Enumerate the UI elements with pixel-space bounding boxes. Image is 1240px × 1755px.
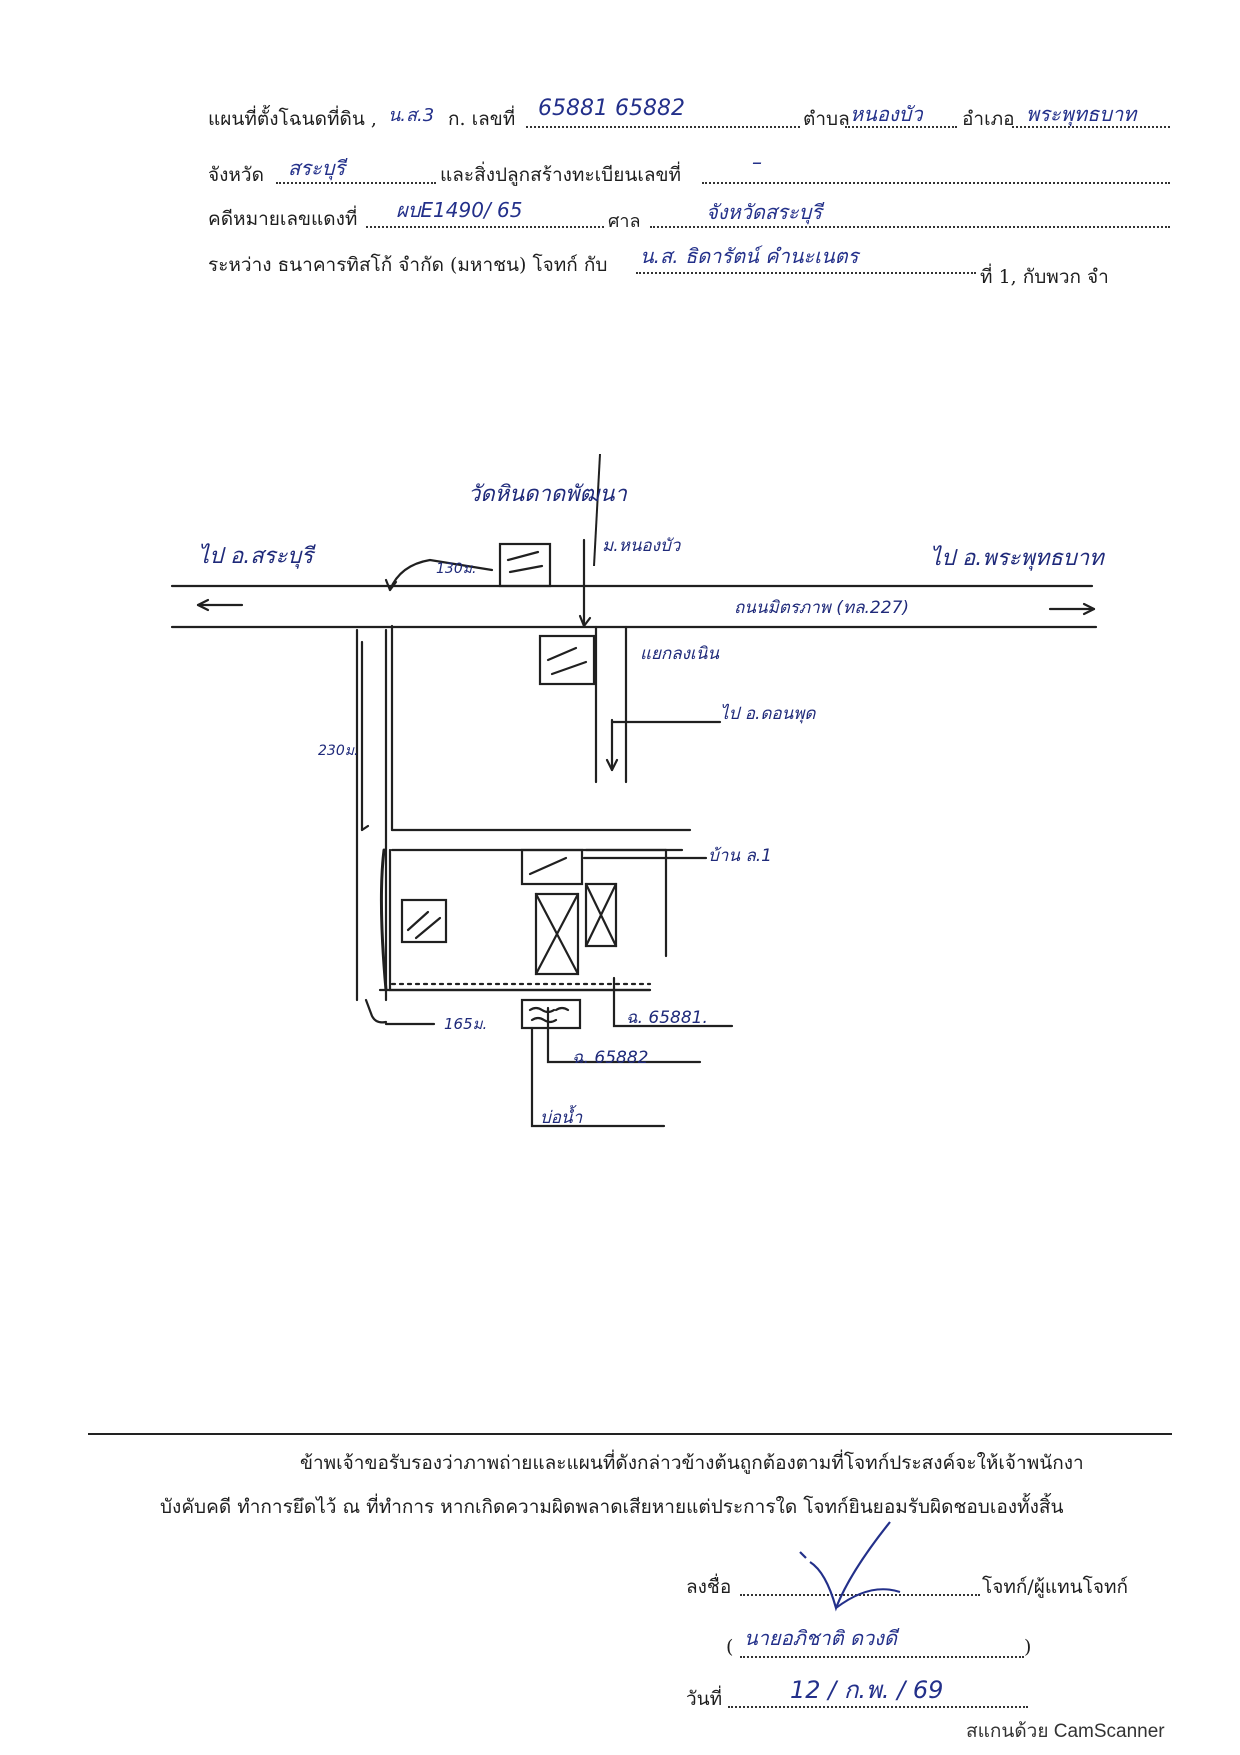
district-label: อำเภอ	[962, 108, 1015, 130]
province-label: จังหวัด	[208, 164, 264, 186]
house-icon	[520, 848, 584, 886]
water-pond-icon	[520, 998, 582, 1030]
to-right-label: ไป อ.พระพุทธบาท	[930, 546, 1104, 571]
distance-230-label: 230ม.	[318, 743, 359, 759]
court-handwritten: จังหวัดสระบุรี	[706, 200, 823, 224]
signature-mark	[799, 1521, 901, 1612]
certification-line-1: ข้าพเจ้าขอรับรองว่าภาพถ่ายและแผนที่ดังกล…	[300, 1452, 1084, 1474]
parties-label: ระหว่าง ธนาคารทิสโก้ จำกัด (มหาชน) โจทก์…	[208, 254, 608, 276]
house-label: บ้าน ล.1	[708, 846, 772, 866]
case-number-handwritten: ผบE1490/ 65	[396, 198, 523, 222]
printed-name-handwritten: นายอภิชาติ ดวงดี	[744, 1626, 897, 1650]
deed-number-handwritten: 65881 65882	[538, 96, 685, 121]
signature-label: ลงชื่อ	[686, 1576, 732, 1598]
scanner-watermark: สแกนด้วย CamScanner	[966, 1721, 1165, 1742]
right-arrowhead-icon	[1082, 602, 1096, 616]
building-reg-handwritten: –	[752, 150, 762, 174]
deed-65881-leader	[612, 976, 734, 1028]
deed-65881-label: ฉ. 65881.	[626, 1008, 708, 1028]
date-label: วันที่	[686, 1688, 723, 1710]
subdistrict-handwritten: หนองบัว	[850, 102, 923, 126]
deed-number-label: ก. เลขที่	[448, 108, 516, 130]
name-close-paren: )	[1024, 1636, 1032, 1658]
plot-65881-icon	[534, 892, 580, 976]
deed-65882-leader	[546, 1006, 702, 1064]
district-handwritten: พระพุทธบาท	[1026, 102, 1137, 126]
date-handwritten: 12 / ก.พ. / 69	[790, 1676, 944, 1704]
distance-165-label: 165ม.	[444, 1015, 488, 1033]
footer-divider	[88, 1433, 1172, 1435]
temple-icon	[498, 542, 552, 588]
subdistrict-label: ตำบล	[803, 108, 850, 130]
junction-label: แยกลงเนิน	[640, 644, 719, 664]
left-building-icon	[400, 898, 448, 944]
signature-role-label: โจทก์/ผู้แทนโจทก์	[982, 1576, 1129, 1598]
water-pond-label: บ่อน้ำ	[540, 1108, 583, 1128]
province-handwritten: สระบุรี	[288, 156, 346, 180]
road-name-label: ถนนมิตรภาพ (ทล.227)	[734, 598, 910, 618]
building-reg-label: และสิ่งปลูกสร้างทะเบียนเลขที่	[440, 164, 681, 186]
deed-type-handwritten: น.ส.3	[388, 105, 435, 126]
distance-130-label: 130ม.	[436, 561, 477, 577]
parties-suffix: ที่ 1, กับพวก จำ	[980, 266, 1109, 288]
deed-65882-label: ฉ. 65882	[572, 1048, 649, 1068]
plot-65882-icon	[584, 882, 618, 948]
water-leader	[530, 1026, 666, 1128]
defendant-handwritten: น.ส. ธิดารัตน์ คำนะเนตร	[640, 244, 859, 268]
village-label: ม.หนองบัว	[602, 536, 681, 556]
left-arrowhead-icon	[196, 598, 210, 612]
name-open-paren: (	[726, 1636, 734, 1658]
temple-label: วัดหินดาดพัฒนา	[468, 482, 627, 507]
building-near-junction-icon	[538, 634, 596, 686]
deed-map-prefix: แผนที่ตั้งโฉนดที่ดิน ,	[208, 108, 377, 130]
case-number-label: คดีหมายเลขแดงที่	[208, 208, 358, 230]
certification-line-2: บังคับคดี ทำการยึดไว้ ณ ที่ทำการ หากเกิด…	[160, 1496, 1064, 1518]
court-label: ศาล	[608, 211, 641, 232]
to-left-label: ไป อ.สระบุรี	[198, 544, 314, 569]
to-south-label: ไป อ.ดอนพุด	[720, 704, 816, 724]
distance-165-leader	[364, 998, 388, 1024]
